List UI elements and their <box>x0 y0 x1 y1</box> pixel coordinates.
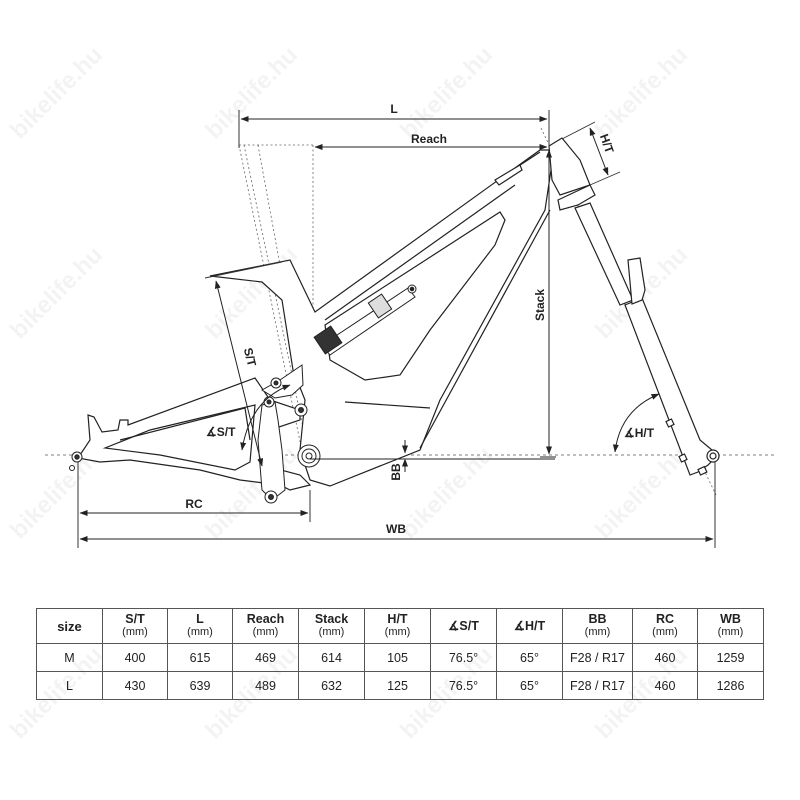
frame-geometry-diagram: L Reach Stack H/T S/T ∡S/T ∡H/T BB <box>45 102 775 548</box>
header-st: S/T(mm) <box>102 608 168 644</box>
header-ht-angle: ∡H/T <box>496 608 563 644</box>
angle-seat-tube: ∡S/T <box>206 384 291 451</box>
cell-l: 615 <box>167 643 233 672</box>
label-st-angle: ∡S/T <box>206 425 236 439</box>
label-stack: Stack <box>533 289 547 321</box>
label-rc: RC <box>185 497 203 511</box>
dimension-wb: WB <box>79 462 716 548</box>
fork <box>548 137 720 476</box>
cell-bb: F28 / R17 <box>562 671 633 700</box>
cell-reach: 469 <box>232 643 299 672</box>
table-row: M 400 615 469 614 105 76.5° 65° F28 / R1… <box>36 643 764 672</box>
geometry-table: size S/T(mm) L(mm) Reach(mm) Stack(mm) H… <box>36 608 764 700</box>
cell-l: 639 <box>167 671 233 700</box>
cell-wb: 1259 <box>697 643 764 672</box>
header-wb: WB(mm) <box>697 608 764 644</box>
label-L: L <box>390 102 397 116</box>
cell-rc: 460 <box>632 671 698 700</box>
header-reach: Reach(mm) <box>232 608 299 644</box>
cell-rc: 460 <box>632 643 698 672</box>
label-ht: H/T <box>597 132 617 156</box>
cell-st-angle: 76.5° <box>430 671 497 700</box>
header-l: L(mm) <box>167 608 233 644</box>
dimension-head-tube: H/T <box>561 121 621 186</box>
header-stack: Stack(mm) <box>298 608 365 644</box>
cell-wb: 1286 <box>697 671 764 700</box>
cell-ht: 125 <box>364 671 431 700</box>
cell-stack: 614 <box>298 643 365 672</box>
label-reach: Reach <box>411 132 447 146</box>
cell-reach: 489 <box>232 671 299 700</box>
label-bb: BB <box>389 463 403 481</box>
cell-bb: F28 / R17 <box>562 643 633 672</box>
table-header-row: size S/T(mm) L(mm) Reach(mm) Stack(mm) H… <box>36 608 764 644</box>
cell-st: 400 <box>102 643 168 672</box>
dimension-reach: Reach <box>314 132 548 150</box>
cell-size: M <box>36 643 103 672</box>
header-ht: H/T(mm) <box>364 608 431 644</box>
dimension-bb-drop: BB <box>310 440 555 481</box>
cell-ht: 105 <box>364 643 431 672</box>
cell-stack: 632 <box>298 671 365 700</box>
header-st-angle: ∡S/T <box>430 608 497 644</box>
label-st: S/T <box>241 346 259 368</box>
table-row: L 430 639 489 632 125 76.5° 65° F28 / R1… <box>36 671 764 700</box>
cell-ht-angle: 65° <box>496 643 563 672</box>
cell-st: 430 <box>102 671 168 700</box>
label-ht-angle: ∡H/T <box>624 426 655 440</box>
angle-head-tube: ∡H/T <box>612 393 660 453</box>
cell-size: L <box>36 671 103 700</box>
label-wb: WB <box>386 522 406 536</box>
rear-shock <box>313 284 417 356</box>
header-size: size <box>36 608 103 644</box>
dimension-L: L <box>238 102 550 148</box>
cell-st-angle: 76.5° <box>430 643 497 672</box>
cell-ht-angle: 65° <box>496 671 563 700</box>
dimension-rc: RC <box>77 462 311 548</box>
header-bb: BB(mm) <box>562 608 633 644</box>
dimension-stack: Stack <box>533 149 556 458</box>
header-rc: RC(mm) <box>632 608 698 644</box>
